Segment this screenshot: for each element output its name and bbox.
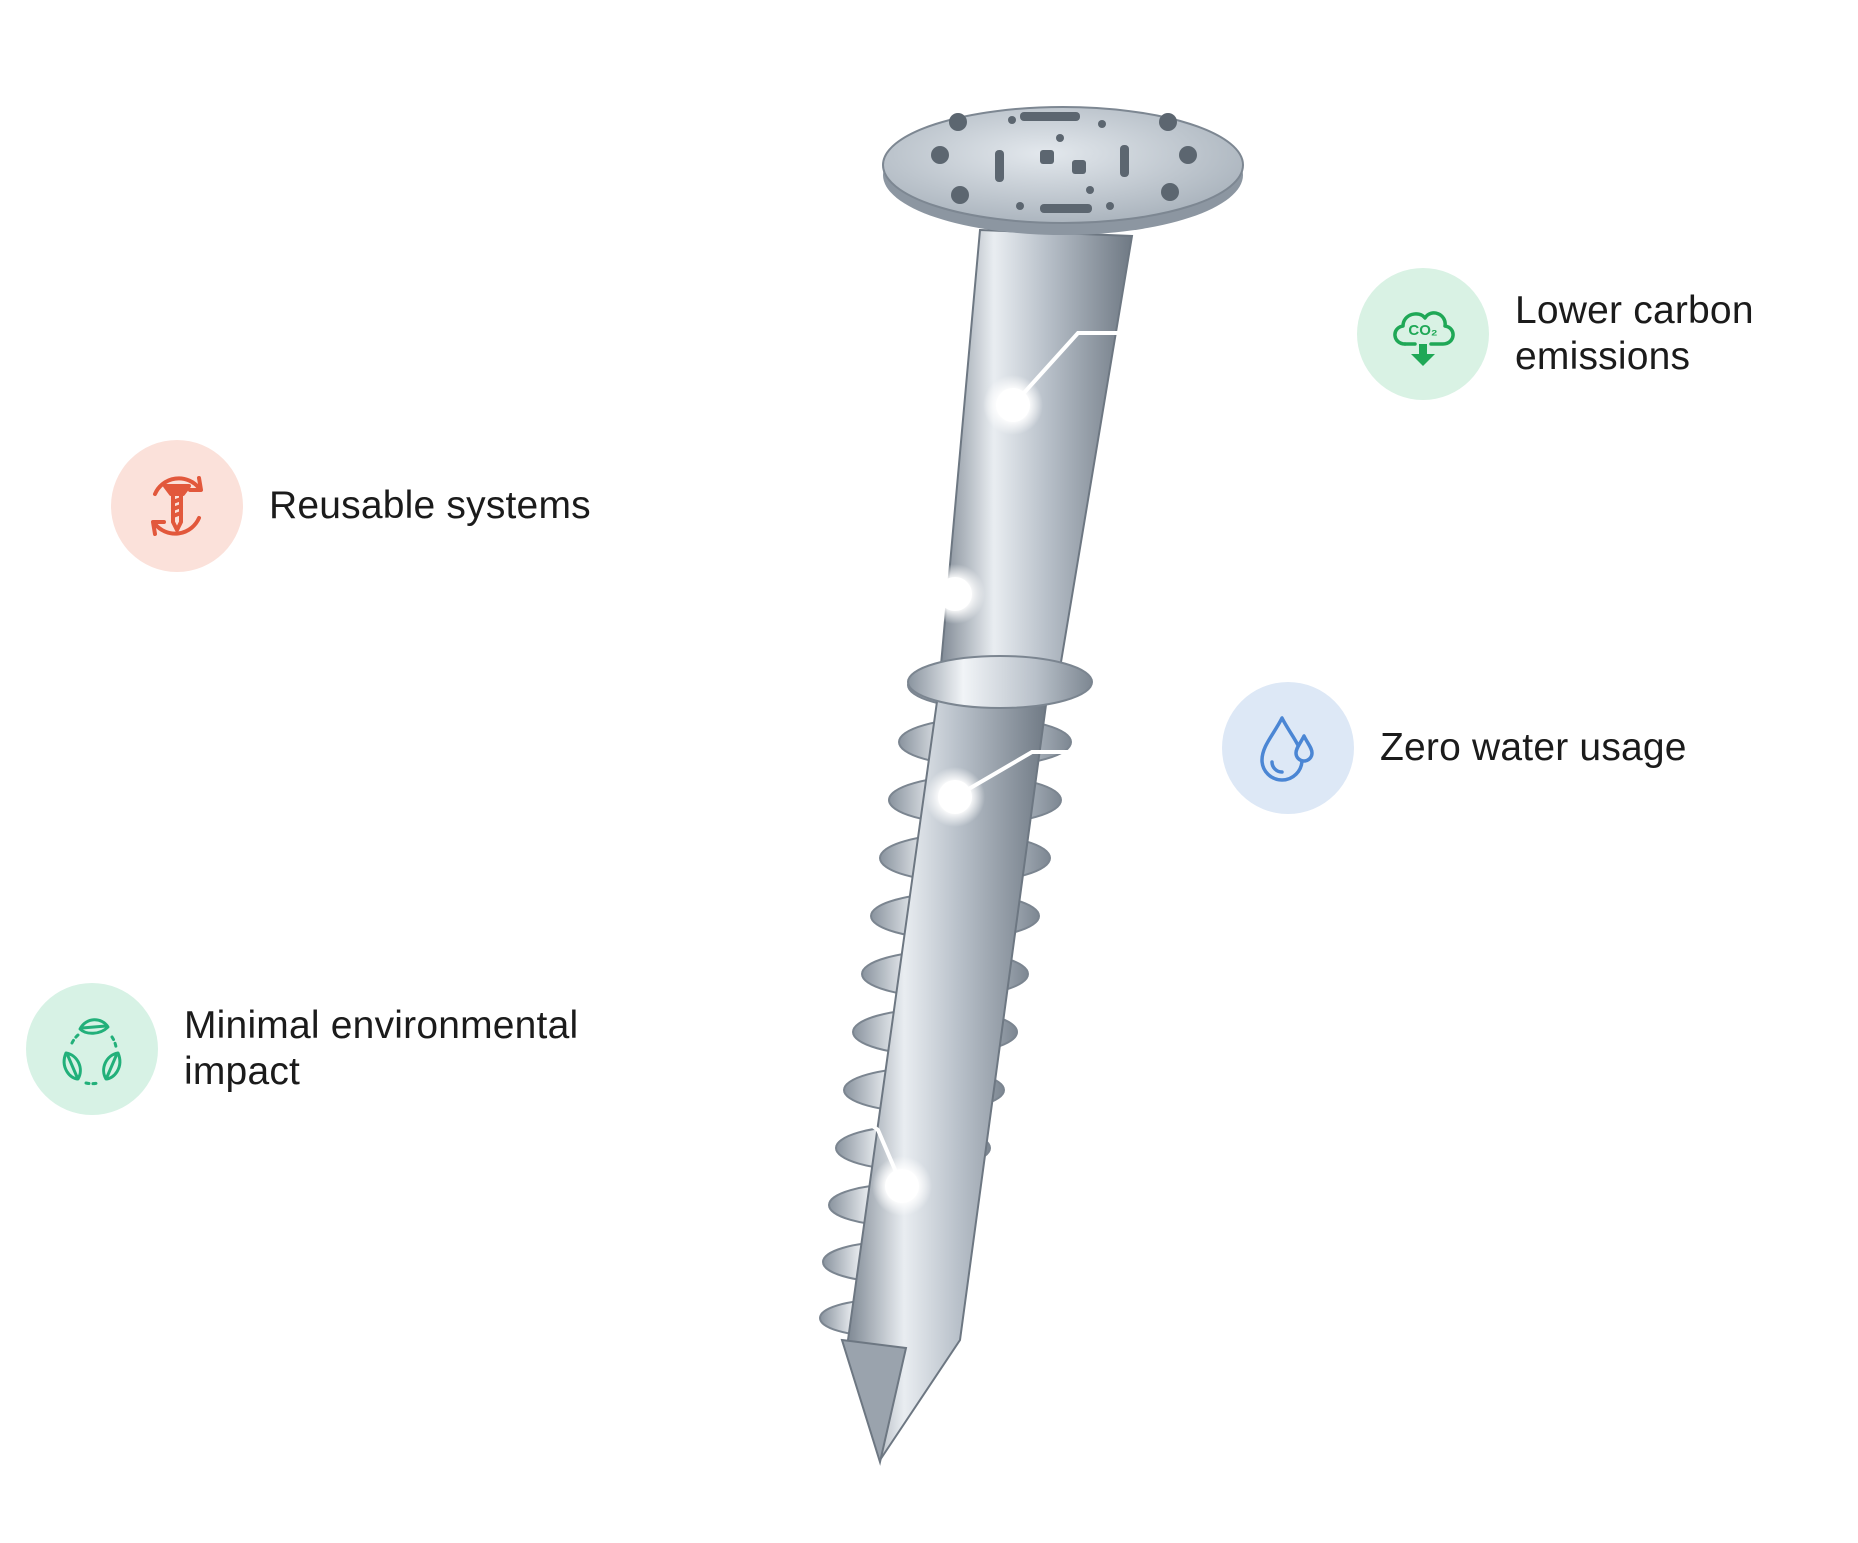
feature-minimal-impact: Minimal environmental impact <box>26 983 578 1115</box>
feature-lower-carbon: CO₂ Lower carbon emissions <box>1357 268 1754 400</box>
callout-dots <box>872 375 1043 1216</box>
feature-label: Reusable systems <box>269 484 591 527</box>
screw-recycle-icon <box>151 476 203 536</box>
co2-cloud-down-icon: CO₂ <box>1393 311 1455 366</box>
svg-text:CO₂: CO₂ <box>1408 322 1437 339</box>
leaf-cycle-icon <box>62 1018 122 1086</box>
water-drops-icon <box>1260 716 1314 782</box>
badge-carbon: CO₂ <box>1357 268 1489 400</box>
feature-reusable-systems: Reusable systems <box>111 440 591 572</box>
feature-label: Zero water usage <box>1380 726 1687 769</box>
screw-head-plate <box>882 106 1244 235</box>
badge-reusable <box>111 440 243 572</box>
screw-collar <box>907 655 1093 709</box>
callout-line-carbon <box>1011 331 1122 407</box>
feature-label: Minimal environmental impact <box>184 1004 579 1093</box>
badge-water <box>1222 682 1354 814</box>
screw-tip <box>840 1338 908 1466</box>
feature-zero-water: Zero water usage <box>1222 682 1687 814</box>
badge-minimal <box>26 983 158 1115</box>
feature-label: Lower carbon emissions <box>1515 289 1754 378</box>
